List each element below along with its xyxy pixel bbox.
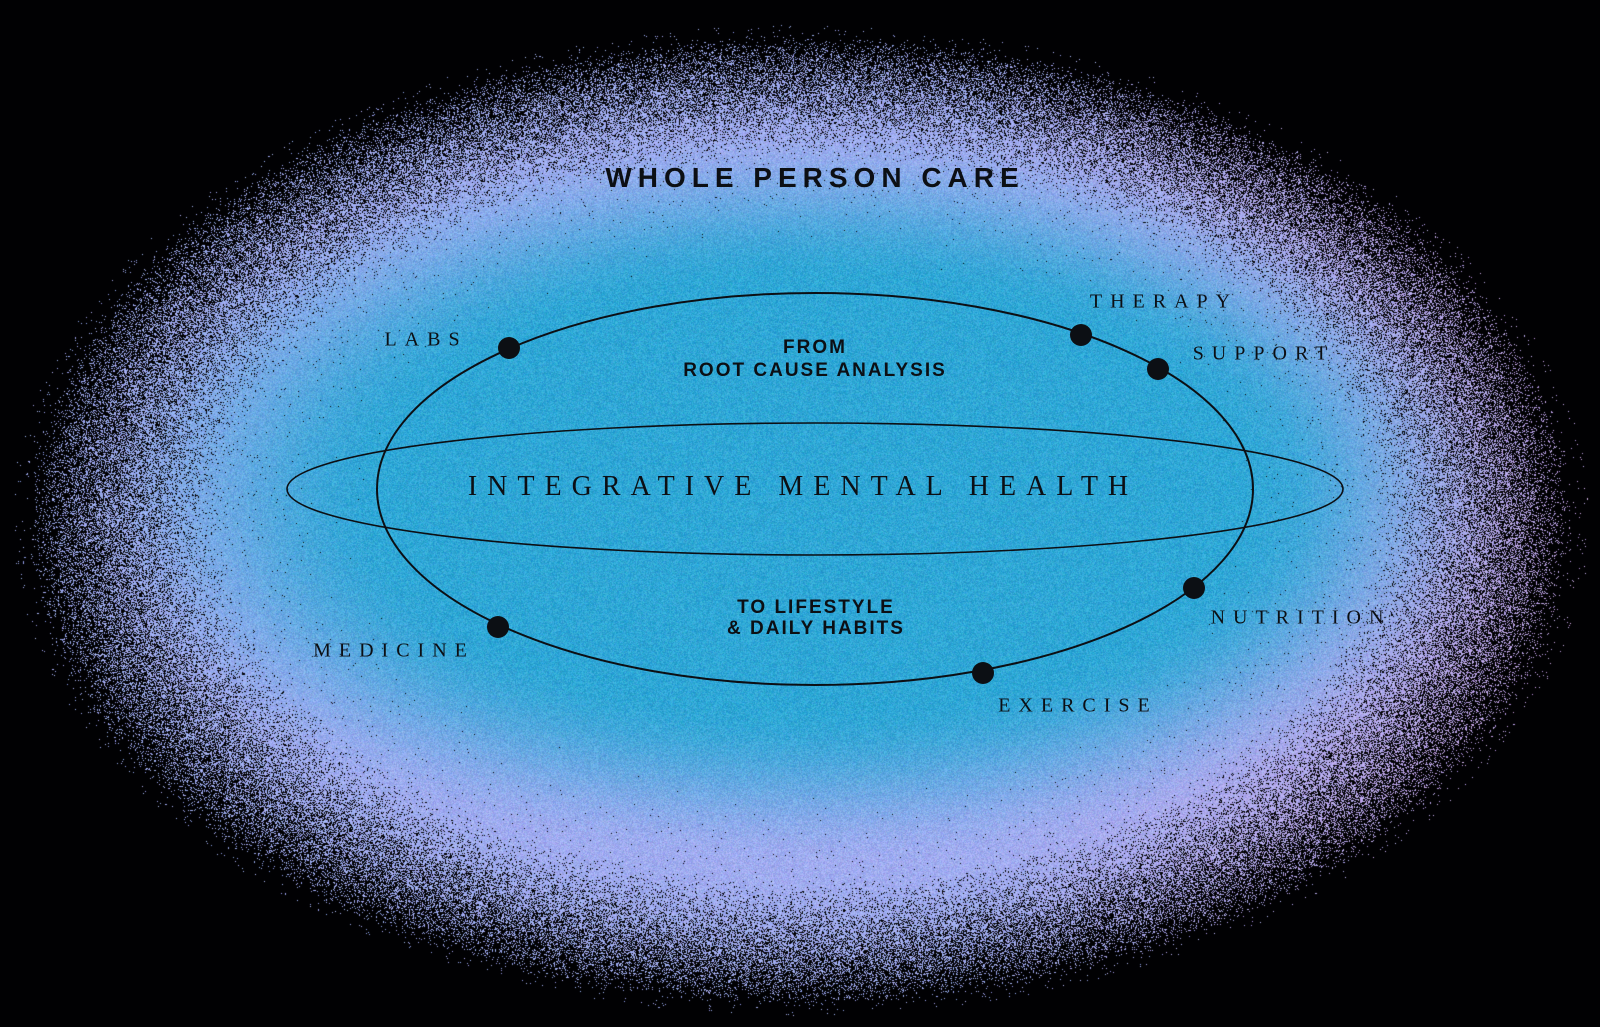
to-annotation-line2: & DAILY HABITS [727, 618, 905, 639]
from-annotation-line1: FROM [683, 336, 947, 359]
node-label-support: SUPPORT [1193, 343, 1336, 366]
node-label-labs: LABS [384, 329, 467, 352]
from-annotation-line2: ROOT CAUSE ANALYSIS [683, 359, 947, 382]
center-label: INTEGRATIVE MENTAL HEALTH [468, 471, 1138, 503]
node-label-exercise: EXERCISE [998, 695, 1158, 718]
node-label-nutrition: NUTRITION [1211, 607, 1392, 630]
node-label-medicine: MEDICINE [313, 640, 475, 663]
dot-exercise [972, 662, 994, 684]
dot-labs [498, 337, 520, 359]
dot-nutrition [1183, 577, 1205, 599]
dot-therapy [1070, 324, 1092, 346]
from-annotation: FROM ROOT CAUSE ANALYSIS [683, 336, 947, 382]
dot-support [1147, 358, 1169, 380]
dot-medicine [487, 616, 509, 638]
page-title: WHOLE PERSON CARE [605, 162, 1024, 194]
to-annotation-line1: TO LIFESTYLE [727, 597, 905, 618]
node-label-therapy: THERAPY [1090, 291, 1238, 314]
to-annotation: TO LIFESTYLE & DAILY HABITS [727, 597, 905, 639]
